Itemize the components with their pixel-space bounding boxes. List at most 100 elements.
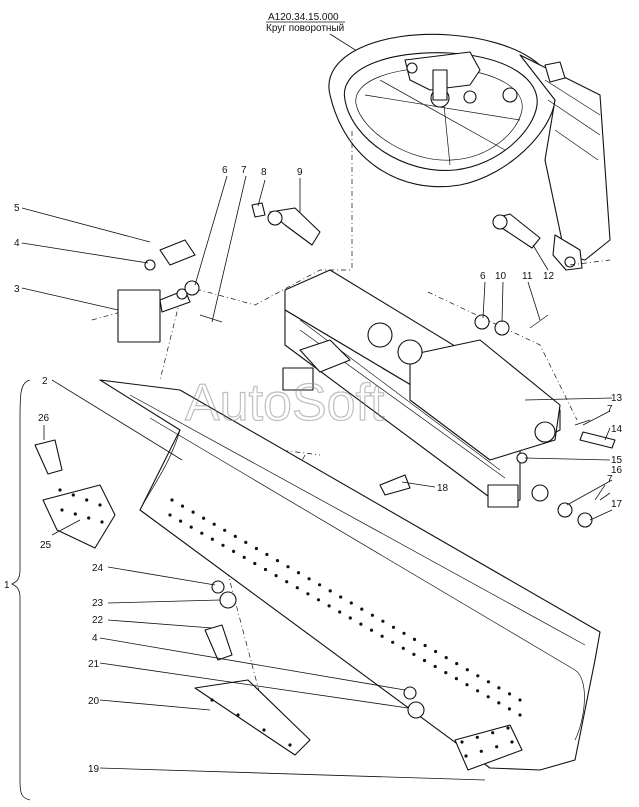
blade-hole bbox=[369, 628, 374, 632]
blade-hole bbox=[518, 698, 522, 702]
blade-hole bbox=[327, 604, 331, 608]
blade-hole bbox=[275, 559, 280, 563]
callout-3: 3 bbox=[14, 284, 20, 295]
cutting-edge-left bbox=[42, 484, 116, 549]
blade-hole bbox=[307, 577, 311, 581]
blade-hole bbox=[179, 519, 183, 523]
blade-hole bbox=[360, 607, 364, 611]
callout-7c: 7 bbox=[607, 474, 613, 485]
callout-23: 23 bbox=[92, 598, 104, 609]
blade-hole bbox=[507, 692, 512, 696]
blade-holes bbox=[58, 488, 522, 758]
blade-hole bbox=[507, 707, 511, 711]
blade-hole bbox=[491, 731, 495, 735]
blade-hole bbox=[200, 531, 204, 535]
blade-hole bbox=[60, 508, 64, 512]
blade-hole bbox=[339, 595, 343, 599]
blade-hole bbox=[286, 565, 290, 569]
blade-hole bbox=[306, 592, 310, 596]
blade-hole bbox=[318, 583, 322, 587]
blade-hole bbox=[476, 674, 480, 678]
leader-lines bbox=[11, 175, 613, 801]
callout-4b: 4 bbox=[92, 633, 98, 644]
blade-hole bbox=[202, 516, 206, 520]
blade-hole bbox=[495, 745, 499, 749]
blade-hole bbox=[464, 754, 468, 758]
blade-hole bbox=[381, 619, 385, 623]
cutting-edge-right bbox=[454, 724, 523, 771]
blade-hole bbox=[359, 622, 363, 626]
callout-4a: 4 bbox=[14, 238, 20, 249]
blade-hole bbox=[58, 488, 62, 492]
blade-hole bbox=[497, 701, 501, 705]
blade-hole bbox=[460, 740, 464, 744]
blade-frame bbox=[282, 269, 561, 508]
callout-19: 19 bbox=[88, 764, 100, 775]
callout-16: 16 bbox=[611, 465, 623, 476]
callout-6b: 6 bbox=[480, 271, 486, 282]
blade-hole bbox=[253, 561, 257, 566]
blade-hole bbox=[486, 695, 490, 699]
callout-12: 12 bbox=[543, 271, 555, 282]
blade-hole bbox=[349, 601, 353, 605]
blade-hole bbox=[444, 671, 448, 675]
blade-hole bbox=[189, 525, 193, 529]
pin-14 bbox=[579, 431, 616, 449]
blade-hole bbox=[412, 637, 417, 642]
blade-hole bbox=[221, 543, 225, 547]
blade bbox=[99, 379, 601, 771]
callout-25: 25 bbox=[40, 540, 52, 551]
blade-hole bbox=[338, 610, 342, 614]
blade-hole bbox=[328, 589, 332, 593]
blade-hole bbox=[412, 652, 416, 657]
knife-plate bbox=[194, 679, 311, 756]
blade-hole bbox=[263, 567, 268, 572]
callout-10: 10 bbox=[495, 271, 507, 282]
blade-hole bbox=[475, 735, 479, 739]
bolt-18 bbox=[379, 474, 411, 496]
blade-hole bbox=[87, 516, 91, 520]
blade-hole bbox=[98, 503, 102, 507]
blade-hole bbox=[170, 498, 174, 502]
blade-hole bbox=[465, 668, 469, 672]
blade-hole bbox=[510, 740, 514, 744]
blade-hole bbox=[444, 656, 448, 660]
blade-hole bbox=[316, 598, 321, 602]
blade-hole bbox=[370, 613, 374, 617]
blade-hole bbox=[380, 634, 384, 638]
callout-15: 15 bbox=[611, 455, 623, 466]
blade-hole bbox=[422, 658, 427, 663]
bolt-5 bbox=[159, 239, 196, 266]
blade-hole bbox=[244, 540, 248, 545]
blade-hole bbox=[391, 640, 395, 644]
callout-7a: 7 bbox=[241, 165, 247, 176]
blade-hole bbox=[486, 680, 490, 684]
callout-2: 2 bbox=[42, 376, 48, 387]
blade-hole bbox=[262, 728, 266, 732]
callout-8: 8 bbox=[261, 167, 267, 178]
blade-hole bbox=[168, 513, 172, 517]
blade-hole bbox=[506, 726, 510, 730]
blade-hole bbox=[242, 555, 246, 560]
blade-hole bbox=[73, 512, 77, 516]
callout-9: 9 bbox=[297, 167, 303, 178]
callout-26: 26 bbox=[38, 413, 50, 424]
blade-hole bbox=[497, 686, 501, 690]
blade-hole bbox=[391, 625, 396, 629]
blade-hole bbox=[71, 493, 75, 497]
blade-hole bbox=[454, 677, 458, 681]
callout-13: 13 bbox=[611, 393, 623, 404]
callout-11: 11 bbox=[522, 271, 533, 282]
blade-hole bbox=[236, 713, 240, 717]
callout-17: 17 bbox=[611, 499, 623, 510]
blade-hole bbox=[285, 580, 289, 584]
blade-hole bbox=[288, 743, 292, 747]
blade-hole bbox=[254, 546, 258, 551]
blade-hole bbox=[210, 537, 214, 541]
blade-hole bbox=[476, 689, 480, 693]
callout-1: 1 bbox=[4, 580, 10, 591]
callout-7b: 7 bbox=[607, 404, 613, 415]
blade-hole bbox=[348, 616, 352, 620]
blade-hole bbox=[191, 510, 195, 514]
callout-24: 24 bbox=[92, 563, 104, 574]
